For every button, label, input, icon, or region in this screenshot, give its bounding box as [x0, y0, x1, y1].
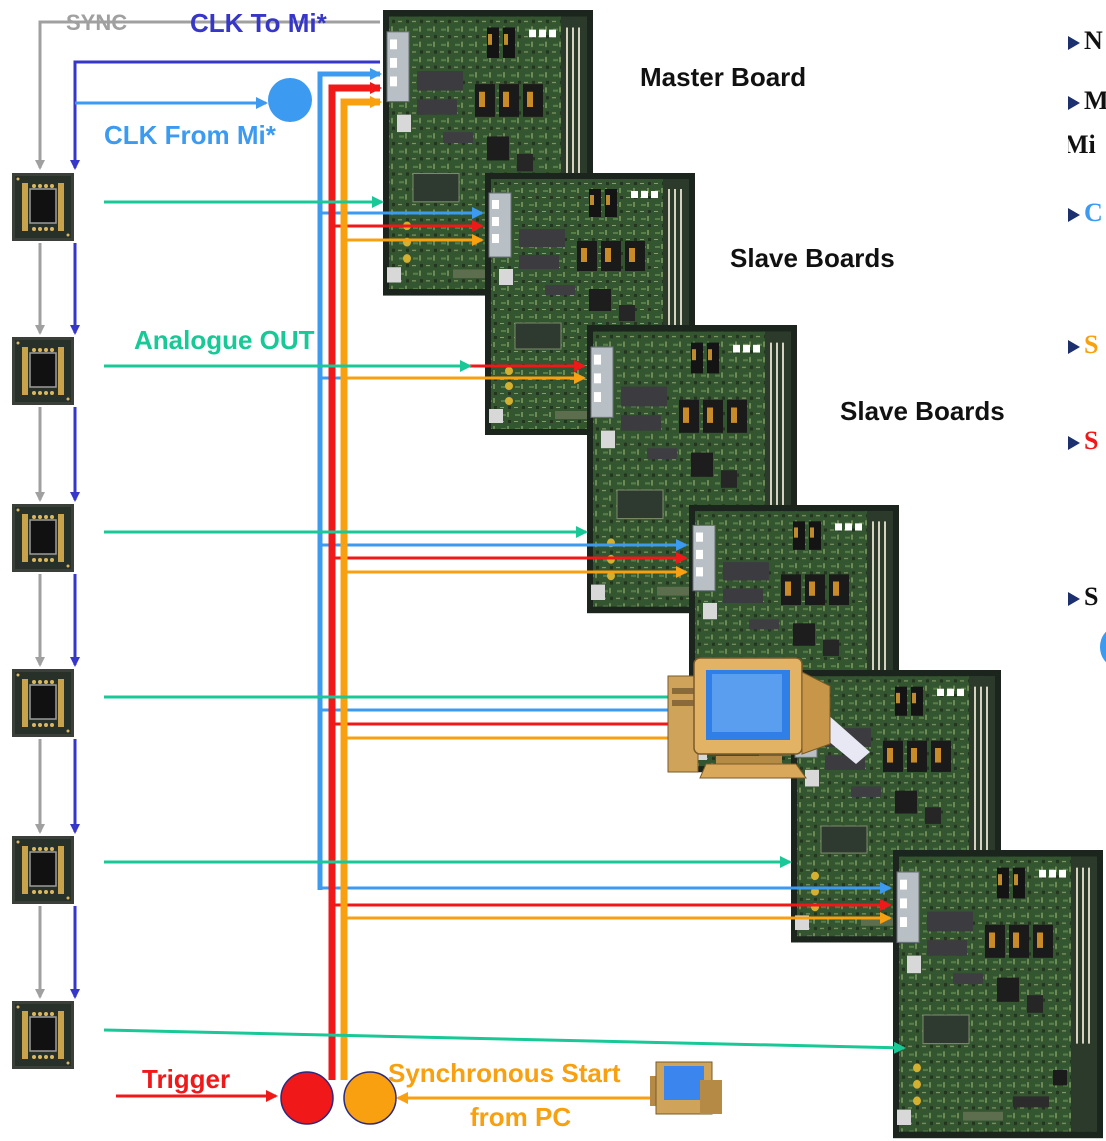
bullet-triangle-icon [1068, 208, 1080, 222]
bullet-4-text: S [1084, 330, 1098, 359]
bullet-triangle-icon [1068, 36, 1080, 50]
detector-chip-1 [12, 173, 74, 241]
bullet-2-text: M [1084, 86, 1106, 115]
blue-circle-icon [1100, 628, 1106, 666]
slave-boards-label-1: Slave Boards [730, 245, 895, 271]
detector-chip-6 [12, 1001, 74, 1069]
bullet-3-text: C [1084, 198, 1103, 227]
bullet-1-text: N [1084, 28, 1103, 55]
sync-start-label: Synchronous Start [388, 1060, 621, 1086]
bullet-5-text: S [1084, 426, 1098, 455]
bullet-triangle-icon [1068, 340, 1080, 354]
detector-chip-2 [12, 337, 74, 405]
bullet-triangle-icon [1068, 96, 1080, 110]
right-bullet-list: N M Mi C S S S [1068, 28, 1106, 728]
from-pc-label: from PC [470, 1104, 571, 1130]
detector-chip-5 [12, 836, 74, 904]
clk-to-label: CLK To Mi* [190, 10, 327, 36]
sync-label: SYNC [66, 12, 127, 34]
bullet-triangle-icon [1068, 436, 1080, 450]
slave-board-5 [893, 850, 1103, 1138]
clk-junction-circle-icon [268, 78, 312, 122]
bullet-6-text: S [1084, 582, 1098, 611]
bullet-triangle-icon [1068, 592, 1080, 606]
clk-from-label: CLK From Mi* [104, 122, 276, 148]
trigger-junction-circle-icon [281, 1072, 333, 1124]
bullet-2-line2: Mi [1068, 132, 1096, 158]
detector-chip-4 [12, 669, 74, 737]
trigger-label: Trigger [142, 1066, 230, 1092]
master-board-label: Master Board [640, 64, 806, 90]
slave-boards-label-2: Slave Boards [840, 398, 1005, 424]
analogue-out-label: Analogue OUT [134, 327, 315, 353]
detector-chip-3 [12, 504, 74, 572]
